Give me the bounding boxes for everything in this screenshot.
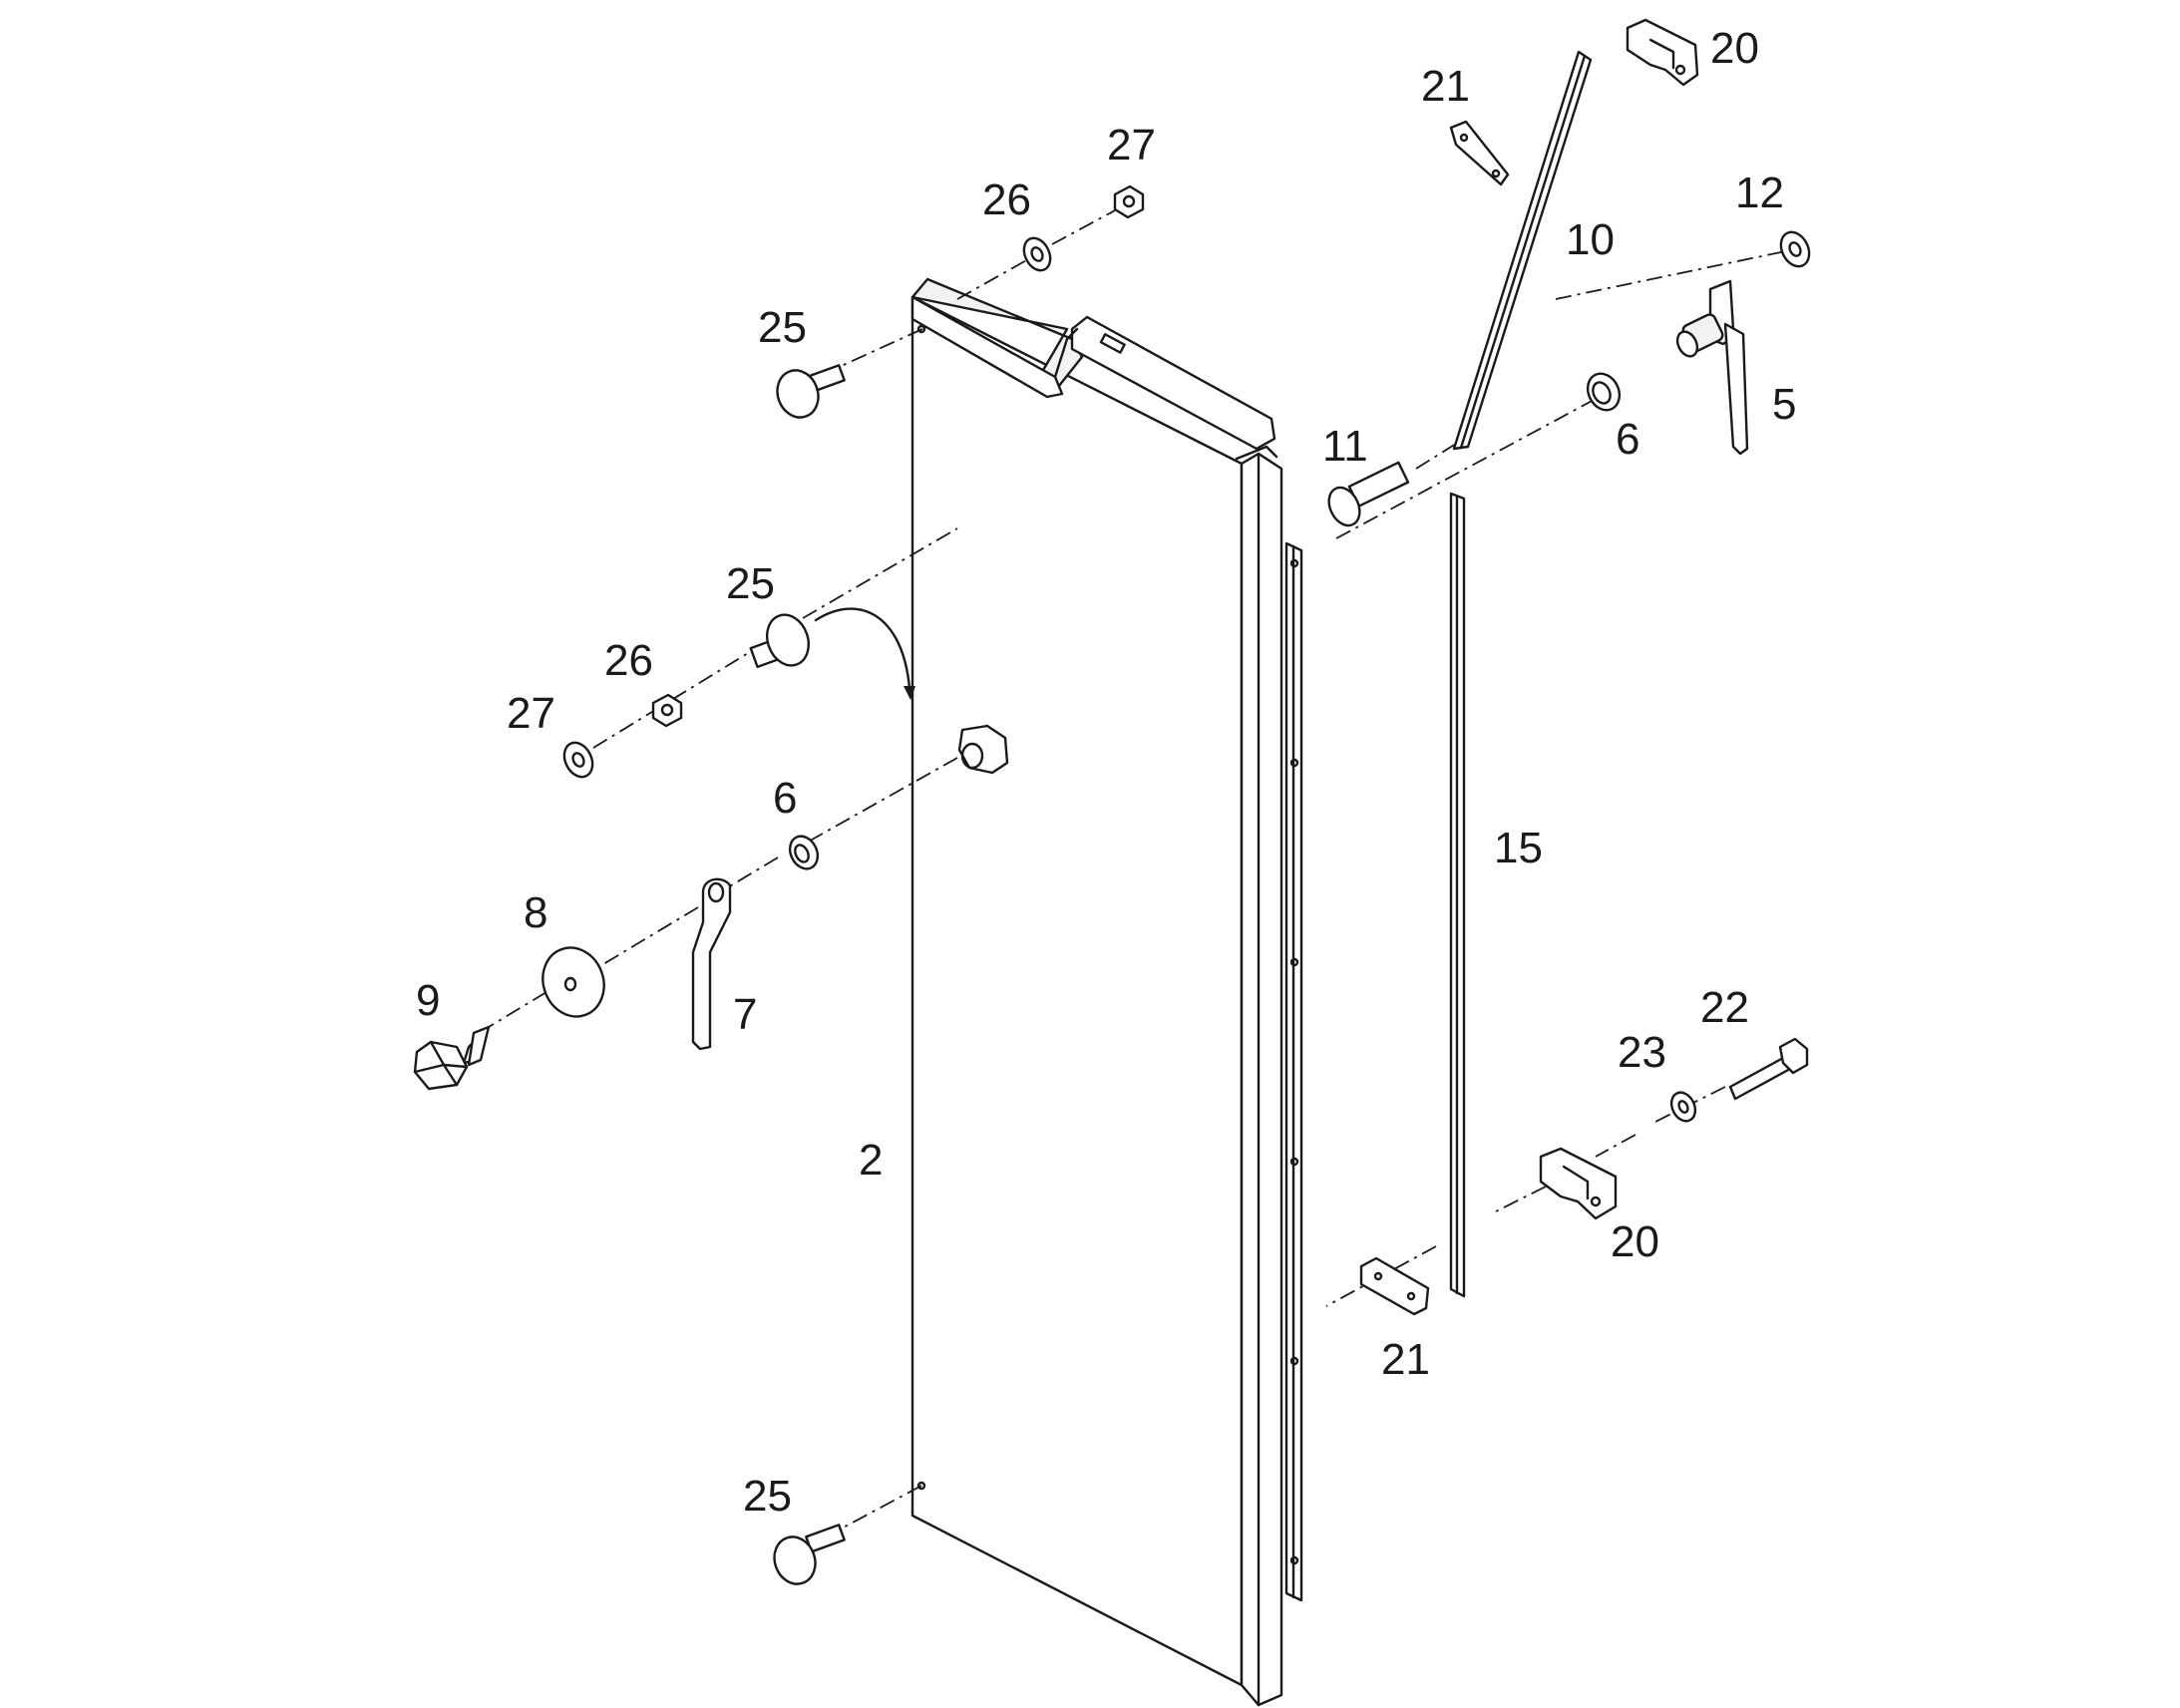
panel-latch-clip xyxy=(957,724,1009,775)
part-20-bracket-upper xyxy=(1626,18,1699,87)
part-23-washer xyxy=(1669,1091,1697,1123)
callout-26-middle: 26 xyxy=(604,636,653,685)
callout-11: 11 xyxy=(1322,422,1368,471)
part-11-pin xyxy=(1327,461,1410,527)
part-22-screw xyxy=(1728,1037,1809,1101)
part-26-nut-middle xyxy=(651,693,683,728)
part-21-plate-upper xyxy=(1449,120,1510,186)
callout-12: 12 xyxy=(1735,169,1784,217)
door-panel xyxy=(910,277,1303,1707)
part-25-knob-bottom xyxy=(773,1524,846,1585)
part-5-hinge-latch xyxy=(1675,279,1749,456)
callout-labels: 2 5 6 6 7 8 9 10 11 12 15 20 20 21 21 22… xyxy=(416,24,1796,1521)
part-6-bushing-upper xyxy=(1586,372,1622,412)
callout-7: 7 xyxy=(733,990,757,1039)
callout-20-lower: 20 xyxy=(1611,1217,1659,1266)
callout-25-top: 25 xyxy=(758,303,807,352)
callout-15: 15 xyxy=(1494,824,1543,872)
callout-22: 22 xyxy=(1700,983,1749,1032)
part-9-bolt xyxy=(413,1025,491,1091)
callout-27-top: 27 xyxy=(1107,121,1156,170)
callout-9: 9 xyxy=(416,976,440,1025)
part-27-washer-middle xyxy=(562,741,594,779)
callout-8: 8 xyxy=(524,888,547,937)
callout-2: 2 xyxy=(859,1136,883,1185)
part-27-nut-top xyxy=(1113,184,1145,219)
part-12-washer xyxy=(1779,230,1811,268)
part-8-washer xyxy=(542,946,605,1018)
part-10-strip xyxy=(1452,50,1593,451)
callout-21-upper: 21 xyxy=(1421,62,1470,111)
callout-20-upper: 20 xyxy=(1710,24,1759,73)
callout-25-middle: 25 xyxy=(726,559,775,608)
part-15-strip xyxy=(1449,492,1466,1298)
callout-21-lower: 21 xyxy=(1381,1335,1430,1384)
part-7-latch-lever xyxy=(691,877,732,1051)
callout-5: 5 xyxy=(1772,380,1796,429)
part-6-bushing-lower xyxy=(788,835,820,870)
callout-27-middle: 27 xyxy=(507,689,555,738)
part-21-plate-lower xyxy=(1359,1256,1430,1316)
placement-arrow xyxy=(814,607,915,700)
callout-10: 10 xyxy=(1566,215,1615,264)
part-25-knob-top xyxy=(776,364,846,419)
part-26-washer-top xyxy=(1022,236,1052,272)
callout-23: 23 xyxy=(1618,1028,1666,1077)
part-20-bracket-lower xyxy=(1539,1147,1618,1220)
part-25-knob-middle xyxy=(749,613,810,669)
callout-6-lower: 6 xyxy=(773,774,797,823)
callout-26-top: 26 xyxy=(982,175,1031,224)
callout-6-upper: 6 xyxy=(1616,415,1639,464)
callout-25-bottom: 25 xyxy=(743,1472,792,1521)
